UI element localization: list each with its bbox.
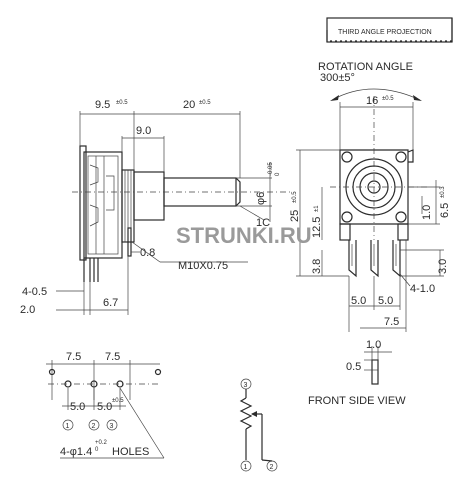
dim-12-5-tol: ±1 <box>314 205 320 212</box>
dim-12-5: 12.5 <box>311 217 323 238</box>
schematic-pin-1: 1 <box>244 464 248 471</box>
pin-label-2: 2 <box>92 423 96 430</box>
hole-pattern: 7.5 7.5 5.0 5.0 ±0.5 1 2 3 4-φ1.4 +0.2 0… <box>46 351 165 459</box>
dim-1c: 1C <box>256 217 270 229</box>
schematic-pin-3: 3 <box>244 382 248 389</box>
projection-label: THIRD ANGLE PROJECTION <box>338 29 432 36</box>
dim-9-5: 9.5 <box>95 99 110 111</box>
projection-title-block: THIRD ANGLE PROJECTION <box>326 17 453 43</box>
dim-16-tol: ±0.5 <box>382 96 394 102</box>
dim-6-5: 6.5 <box>439 203 451 218</box>
dim-phi6: φ6 <box>255 192 267 205</box>
dim-5-0-d: 5.0 <box>97 401 112 413</box>
dim-1-0-small: 1.0 <box>366 339 381 351</box>
dim-5-0-c: 5.0 <box>70 401 85 413</box>
dim-1-0-right: 1.0 <box>421 205 433 220</box>
watermark: STRUNKI.RU <box>176 223 312 248</box>
front-side-view-detail: 1.0 0.5 FRONT SIDE VIEW <box>308 339 406 407</box>
dim-16: 16 <box>366 95 378 107</box>
dim-0-5-small: 0.5 <box>346 361 361 373</box>
dim-25: 25 <box>289 210 301 222</box>
dim-25-tol: ±0.5 <box>292 191 298 203</box>
dim-6-5-tol: ±0.3 <box>440 186 446 198</box>
dim-20-tol: ±0.5 <box>199 100 211 106</box>
dim-4-0-5: 4-0.5 <box>22 286 47 298</box>
pin-label-3: 3 <box>110 423 114 430</box>
dim-5-0-a: 5.0 <box>351 295 366 307</box>
dim-7-5-a: 7.5 <box>66 351 81 363</box>
holes-tol-top: +0.2 <box>95 440 108 446</box>
dim-4-1-0: 4-1.0 <box>410 283 435 295</box>
dim-7-5: 7.5 <box>384 316 399 328</box>
front-side-view-label: FRONT SIDE VIEW <box>308 395 406 407</box>
schematic: 3 1 2 <box>239 378 278 472</box>
thread-spec: M10X0.75 <box>178 260 228 272</box>
dim-9-0: 9.0 <box>136 125 151 137</box>
dim-phi6-tol-top: -0.05 <box>268 162 274 176</box>
pin-label-1: 1 <box>66 423 70 430</box>
dim-6-7: 6.7 <box>103 297 118 309</box>
dim-3-0: 3.0 <box>437 259 449 274</box>
dim-9-5-tol: ±0.5 <box>116 100 128 106</box>
front-view: 16 ±0.5 25 ±0.5 12.5 ±1 3.8 1.0 <box>289 95 451 332</box>
holes-word: HOLES <box>112 446 149 458</box>
dim-phi6-tol-bot: 0 <box>275 172 281 176</box>
dim-7-5-b: 7.5 <box>105 351 120 363</box>
dim-2-0: 2.0 <box>20 304 35 316</box>
dim-0-8: 0.8 <box>140 247 155 259</box>
schematic-pin-2: 2 <box>270 464 274 471</box>
rotation-angle-title: ROTATION ANGLE <box>318 61 413 73</box>
side-view: 9.5 ±0.5 20 ±0.5 9.0 φ6 -0.05 0 1C M10X0… <box>20 99 290 316</box>
holes-callout: 4-φ1.4 <box>60 446 92 458</box>
dim-20: 20 <box>183 99 195 111</box>
dim-3-8: 3.8 <box>311 259 323 274</box>
dim-5-0-b: 5.0 <box>378 295 393 307</box>
holes-tol-bot: 0 <box>95 447 99 453</box>
rotation-angle-value: 300±5° <box>320 72 355 84</box>
rotation-angle-block: ROTATION ANGLE 300±5° <box>318 61 422 101</box>
dim-5-0-tol: ±0.5 <box>112 398 124 404</box>
